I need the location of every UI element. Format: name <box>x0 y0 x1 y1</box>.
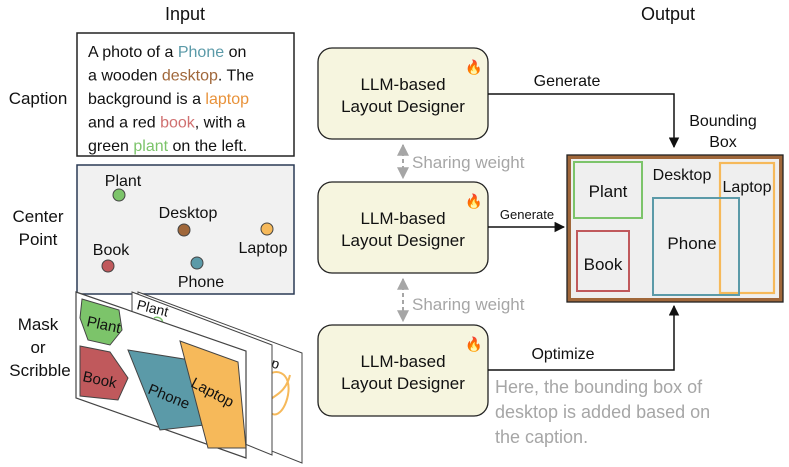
bounding-box-label-2: Box <box>709 134 737 151</box>
caption-segment: plant <box>133 138 168 155</box>
laptop-point <box>260 222 274 236</box>
designer-2-line2: Layout Designer <box>341 231 465 250</box>
caption-row-label: Caption <box>9 89 68 108</box>
caption-line: background is a laptop <box>88 91 249 108</box>
designer-3-line1: LLM-based <box>360 352 445 371</box>
caption-line: and a red book, with a <box>88 115 246 132</box>
caption-segment: book <box>160 115 196 132</box>
designer-1-line2: Layout Designer <box>341 97 465 116</box>
book-mask-label: Book <box>81 368 118 392</box>
laptop-scribble <box>261 371 291 416</box>
designer-3-line2: Layout Designer <box>341 374 465 393</box>
note-line-1: Here, the bounding box of <box>495 377 703 397</box>
mask-row-label-1: Mask <box>18 315 59 334</box>
note-line-3: the caption. <box>495 427 588 447</box>
caption-segment: desktop <box>162 68 218 85</box>
caption-segment: A photo of a <box>88 44 178 61</box>
book-box <box>576 230 630 292</box>
fire-icon: 🔥 <box>465 336 482 353</box>
center-row-label-2: Point <box>19 230 58 249</box>
plant-scribble-label: Plant <box>135 296 170 319</box>
designer-1: LLM-based Layout Designer 🔥 <box>317 47 489 140</box>
desktop-box-inner <box>571 159 779 298</box>
caption-segment: on <box>224 44 246 61</box>
caption-segment: on the left. <box>168 138 247 155</box>
input-header: Input <box>165 4 205 24</box>
caption-line: a wooden desktop. The <box>88 68 254 85</box>
phone-point-label: Phone <box>178 274 224 291</box>
caption-line: green plant on the left. <box>88 138 247 155</box>
mask-row-label-3: Scribble <box>9 361 70 380</box>
designer-2: LLM-based Layout Designer 🔥 <box>317 181 489 274</box>
fire-icon: 🔥 <box>465 193 482 210</box>
caption-segment: laptop <box>205 91 249 108</box>
sharing-weight-label-2: Sharing weight <box>412 295 525 314</box>
book-mask <box>79 345 129 401</box>
caption-segment: . The <box>218 68 254 85</box>
caption-segment: background is a <box>88 91 205 108</box>
note-line-2: desktop is added based on <box>495 402 710 422</box>
designer-1-line1: LLM-based <box>360 75 445 94</box>
caption-box <box>76 32 295 157</box>
plant-point <box>112 188 126 202</box>
generate-arrow-top <box>488 93 680 149</box>
caption-text: A photo of a Phone on a wooden desktop. T… <box>88 44 254 155</box>
desktop-box-label: Desktop <box>653 167 712 184</box>
center-row-label-1: Center <box>12 207 63 226</box>
caption-segment: Phone <box>178 44 224 61</box>
plant-mask-label: Plant <box>85 313 123 337</box>
laptop-box-label: Laptop <box>723 179 772 196</box>
plant-box-label: Plant <box>589 182 628 201</box>
caption-segment: a wooden <box>88 68 162 85</box>
mask-scribble-stack: Laptop ne Plant Plant Book Phone Laptop <box>75 291 303 464</box>
plant-box <box>573 161 643 219</box>
sharing-weight-label-1: Sharing weight <box>412 153 525 172</box>
caption-segment: and a red <box>88 115 160 132</box>
designer-3: LLM-based Layout Designer 🔥 <box>317 324 489 417</box>
caption-segment: , with a <box>195 115 246 132</box>
mask-row-label-2: or <box>30 338 45 357</box>
plant-mask <box>79 298 123 346</box>
designer-2-line1: LLM-based <box>360 209 445 228</box>
laptop-mask <box>179 340 247 449</box>
book-point <box>101 259 115 273</box>
book-box-label: Book <box>584 255 623 274</box>
laptop-point-label: Laptop <box>239 240 288 257</box>
desktop-point <box>177 223 191 237</box>
caption-line: A photo of a Phone on <box>88 44 246 61</box>
output-panel: Plant Desktop Laptop Phone Book <box>566 154 784 303</box>
optimize-arrow <box>488 304 680 371</box>
laptop-box <box>718 161 776 295</box>
bounding-box-label-1: Bounding <box>689 113 757 130</box>
output-header: Output <box>641 4 695 24</box>
phone-point <box>190 256 204 270</box>
plant-point-label: Plant <box>105 173 142 190</box>
desktop-point-label: Desktop <box>159 205 218 222</box>
generate-label-mid: Generate <box>500 207 554 222</box>
caption-segment: green <box>88 138 133 155</box>
phone-box <box>652 197 740 296</box>
book-point-label: Book <box>93 242 130 259</box>
optimize-label: Optimize <box>531 346 594 363</box>
phone-box-label: Phone <box>667 234 716 253</box>
fire-icon: 🔥 <box>465 59 482 76</box>
generate-label-top: Generate <box>534 73 601 90</box>
